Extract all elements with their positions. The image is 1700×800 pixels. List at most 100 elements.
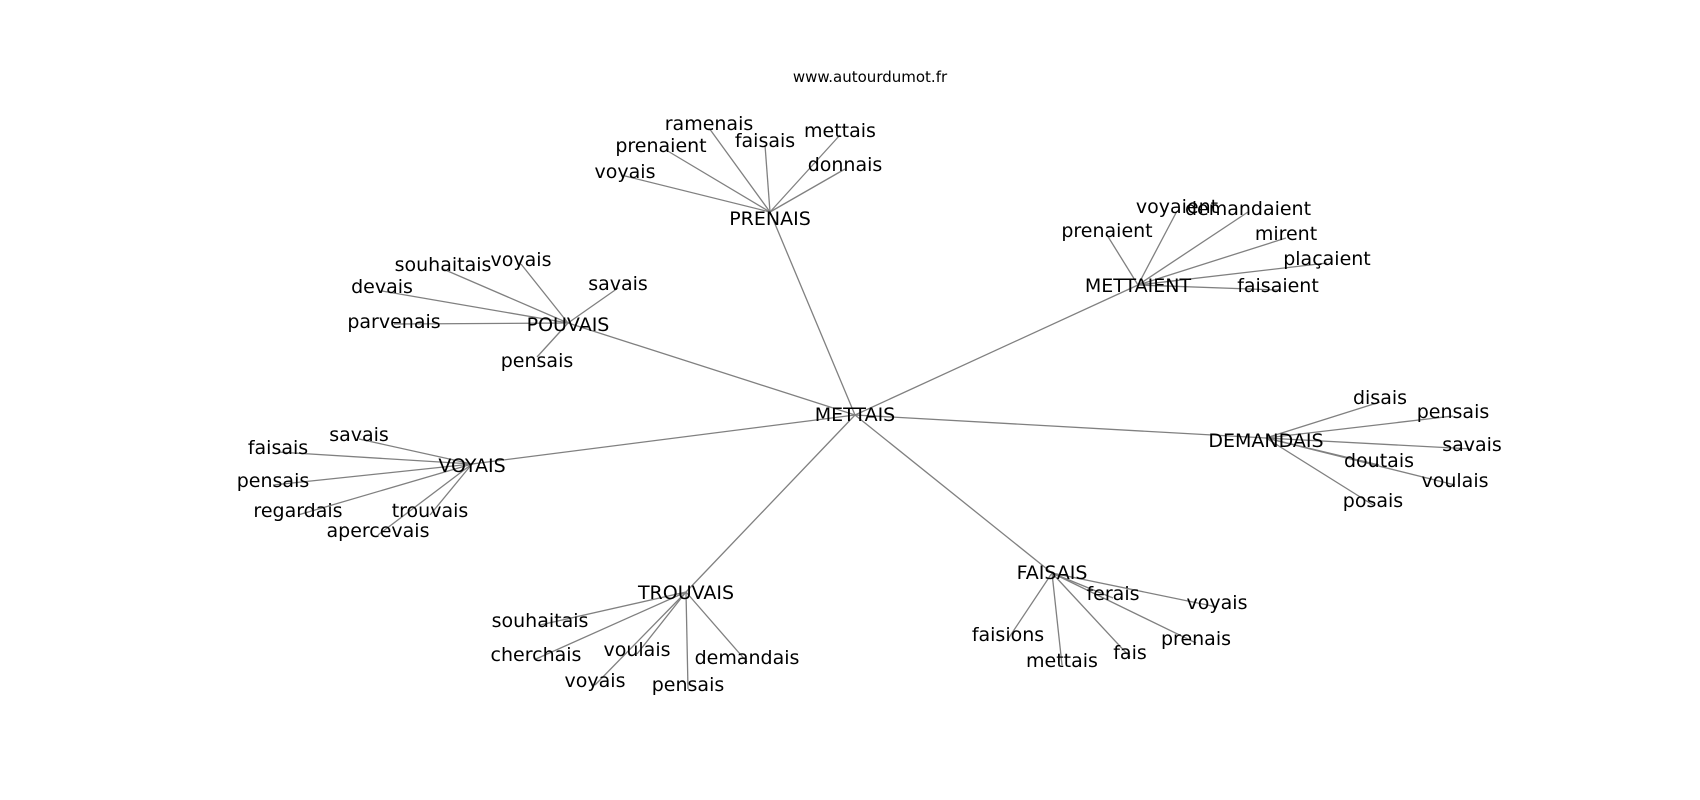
leaf-node-prenais-prenaient: prenaient	[615, 135, 706, 157]
hub-node-mettaient: METTAIENT	[1085, 275, 1192, 297]
hub-node-prenais: PRENAIS	[729, 208, 811, 230]
leaf-node-prenais-mettais: mettais	[804, 120, 876, 142]
leaf-node-pouvais-devais: devais	[351, 276, 413, 298]
leaf-node-trouvais-voyais: voyais	[565, 670, 626, 692]
edge-mettaient-mirent	[1137, 237, 1287, 286]
edge-mettaient-voyaient	[1137, 210, 1178, 286]
edge-trouvais-voulais	[636, 591, 687, 655]
leaf-node-voyais-regardais: regardais	[253, 500, 342, 522]
edge-center-demandais	[854, 414, 1267, 439]
leaf-node-demandais-disais: disais	[1353, 387, 1407, 409]
leaf-node-mettaient-placaient: plaçaient	[1283, 248, 1371, 270]
leaf-node-voyais-faisais: faisais	[248, 437, 308, 459]
edge-mettaient-faisaient	[1137, 284, 1279, 291]
edge-center-voyais	[471, 414, 856, 465]
edge-center-pouvais	[567, 322, 856, 416]
leaf-node-mettaient-faisaient: faisaient	[1237, 275, 1319, 297]
leaf-node-pouvais-pensais: pensais	[501, 350, 574, 372]
leaf-node-mettaient-voyaient: voyaient	[1136, 196, 1218, 218]
leaf-node-voyais-savais: savais	[329, 424, 389, 446]
edge-demandais-voulais	[1265, 437, 1456, 486]
leaf-node-voyais-pensais: pensais	[237, 470, 310, 492]
edge-center-faisais	[854, 414, 1053, 574]
leaf-node-pouvais-souhaitais: souhaitais	[395, 254, 492, 276]
edge-voyais-apercevais	[377, 463, 473, 536]
leaf-node-trouvais-souhaitais: souhaitais	[492, 610, 589, 632]
edge-voyais-regardais	[297, 463, 473, 516]
leaf-node-faisais-voyais: voyais	[1187, 592, 1248, 614]
edge-faisais-voyais	[1051, 572, 1218, 608]
edge-demandais-posais	[1265, 437, 1374, 506]
edge-faisais-ferais	[1051, 572, 1114, 599]
edge-pouvais-parvenais	[393, 322, 569, 325]
edge-prenais-prenaient	[665, 149, 771, 213]
edge-prenais-voyais	[624, 175, 771, 213]
leaf-node-trouvais-cherchais: cherchais	[491, 644, 582, 666]
edge-pouvais-savais	[567, 287, 619, 324]
leaf-node-prenais-ramenais: ramenais	[665, 113, 754, 135]
site-label: www.autourdumot.fr	[793, 68, 948, 86]
edge-trouvais-voyais	[594, 591, 687, 686]
leaf-node-voyais-apercevais: apercevais	[327, 520, 430, 542]
edge-demandais-disais	[1265, 401, 1381, 439]
edge-demandais-savais	[1265, 437, 1473, 450]
leaf-node-trouvais-pensais: pensais	[652, 674, 725, 696]
leaf-node-trouvais-voulais: voulais	[603, 639, 670, 661]
leaf-node-demandais-voulais: voulais	[1421, 470, 1488, 492]
leaf-node-mettaient-demandaient: demandaient	[1185, 198, 1311, 220]
edge-pouvais-devais	[381, 290, 569, 324]
hub-node-demandais: DEMANDAIS	[1208, 430, 1323, 452]
leaf-node-mettaient-prenaient: prenaient	[1061, 220, 1152, 242]
edge-trouvais-cherchais	[535, 591, 687, 660]
edge-faisais-faisions	[1007, 572, 1053, 640]
edge-prenais-donnais	[769, 168, 846, 213]
edge-trouvais-souhaitais	[539, 591, 687, 626]
leaf-node-demandais-doutais: doutais	[1344, 450, 1414, 472]
edge-voyais-trouvais	[429, 463, 473, 516]
leaf-node-demandais-posais: posais	[1343, 490, 1403, 512]
edge-demandais-pensais	[1265, 415, 1454, 439]
edge-voyais-savais	[358, 438, 473, 465]
leaf-node-faisais-prenais: prenais	[1161, 628, 1231, 650]
leaf-node-voyais-trouvais: trouvais	[392, 500, 469, 522]
leaf-node-prenais-faisais: faisais	[735, 130, 795, 152]
edge-faisais-fais	[1051, 572, 1131, 658]
leaf-node-faisais-fais: fais	[1113, 642, 1147, 664]
leaf-node-prenais-voyais: voyais	[595, 161, 656, 183]
edge-pouvais-voyais	[520, 263, 569, 324]
leaf-node-prenais-donnais: donnais	[808, 154, 883, 176]
edge-voyais-faisais	[277, 451, 473, 465]
leaf-node-faisais-faisions: faisions	[972, 624, 1044, 646]
edge-center-mettaient	[854, 284, 1139, 416]
hub-node-trouvais: TROUVAIS	[637, 582, 734, 604]
leaf-node-trouvais-demandais: demandais	[695, 647, 800, 669]
edge-pouvais-souhaitais	[442, 268, 569, 324]
edge-mettaient-placaient	[1137, 262, 1328, 286]
edge-faisais-prenais	[1051, 572, 1197, 644]
leaf-node-demandais-pensais: pensais	[1417, 401, 1490, 423]
edge-trouvais-demandais	[685, 591, 748, 663]
center-node-label: METTAIS	[815, 404, 895, 426]
labels-layer: METTAISPRENAISramenaisprenaientvoyaisfai…	[237, 113, 1502, 696]
edge-center-prenais	[769, 211, 856, 416]
leaf-node-faisais-ferais: ferais	[1086, 583, 1139, 605]
leaf-node-faisais-mettais: mettais	[1026, 650, 1098, 672]
leaf-node-pouvais-parvenais: parvenais	[347, 311, 440, 333]
edges-layer	[272, 127, 1473, 690]
edge-center-trouvais	[685, 414, 856, 593]
leaf-node-demandais-savais: savais	[1442, 434, 1502, 456]
edge-prenais-ramenais	[708, 127, 771, 213]
edge-pouvais-pensais	[536, 322, 569, 358]
hub-node-voyais: VOYAIS	[438, 455, 505, 477]
edge-mettaient-prenaient	[1106, 234, 1139, 286]
hub-node-faisais: FAISAIS	[1017, 562, 1088, 584]
edge-mettaient-demandaient	[1137, 211, 1249, 286]
leaf-node-pouvais-savais: savais	[588, 273, 648, 295]
leaf-node-pouvais-voyais: voyais	[491, 249, 552, 271]
edge-faisais-mettais	[1051, 572, 1063, 666]
edge-prenais-mettais	[769, 134, 841, 213]
edge-trouvais-pensais	[685, 591, 689, 690]
leaf-node-mettaient-mirent: mirent	[1255, 223, 1317, 245]
edge-prenais-faisais	[764, 144, 771, 213]
